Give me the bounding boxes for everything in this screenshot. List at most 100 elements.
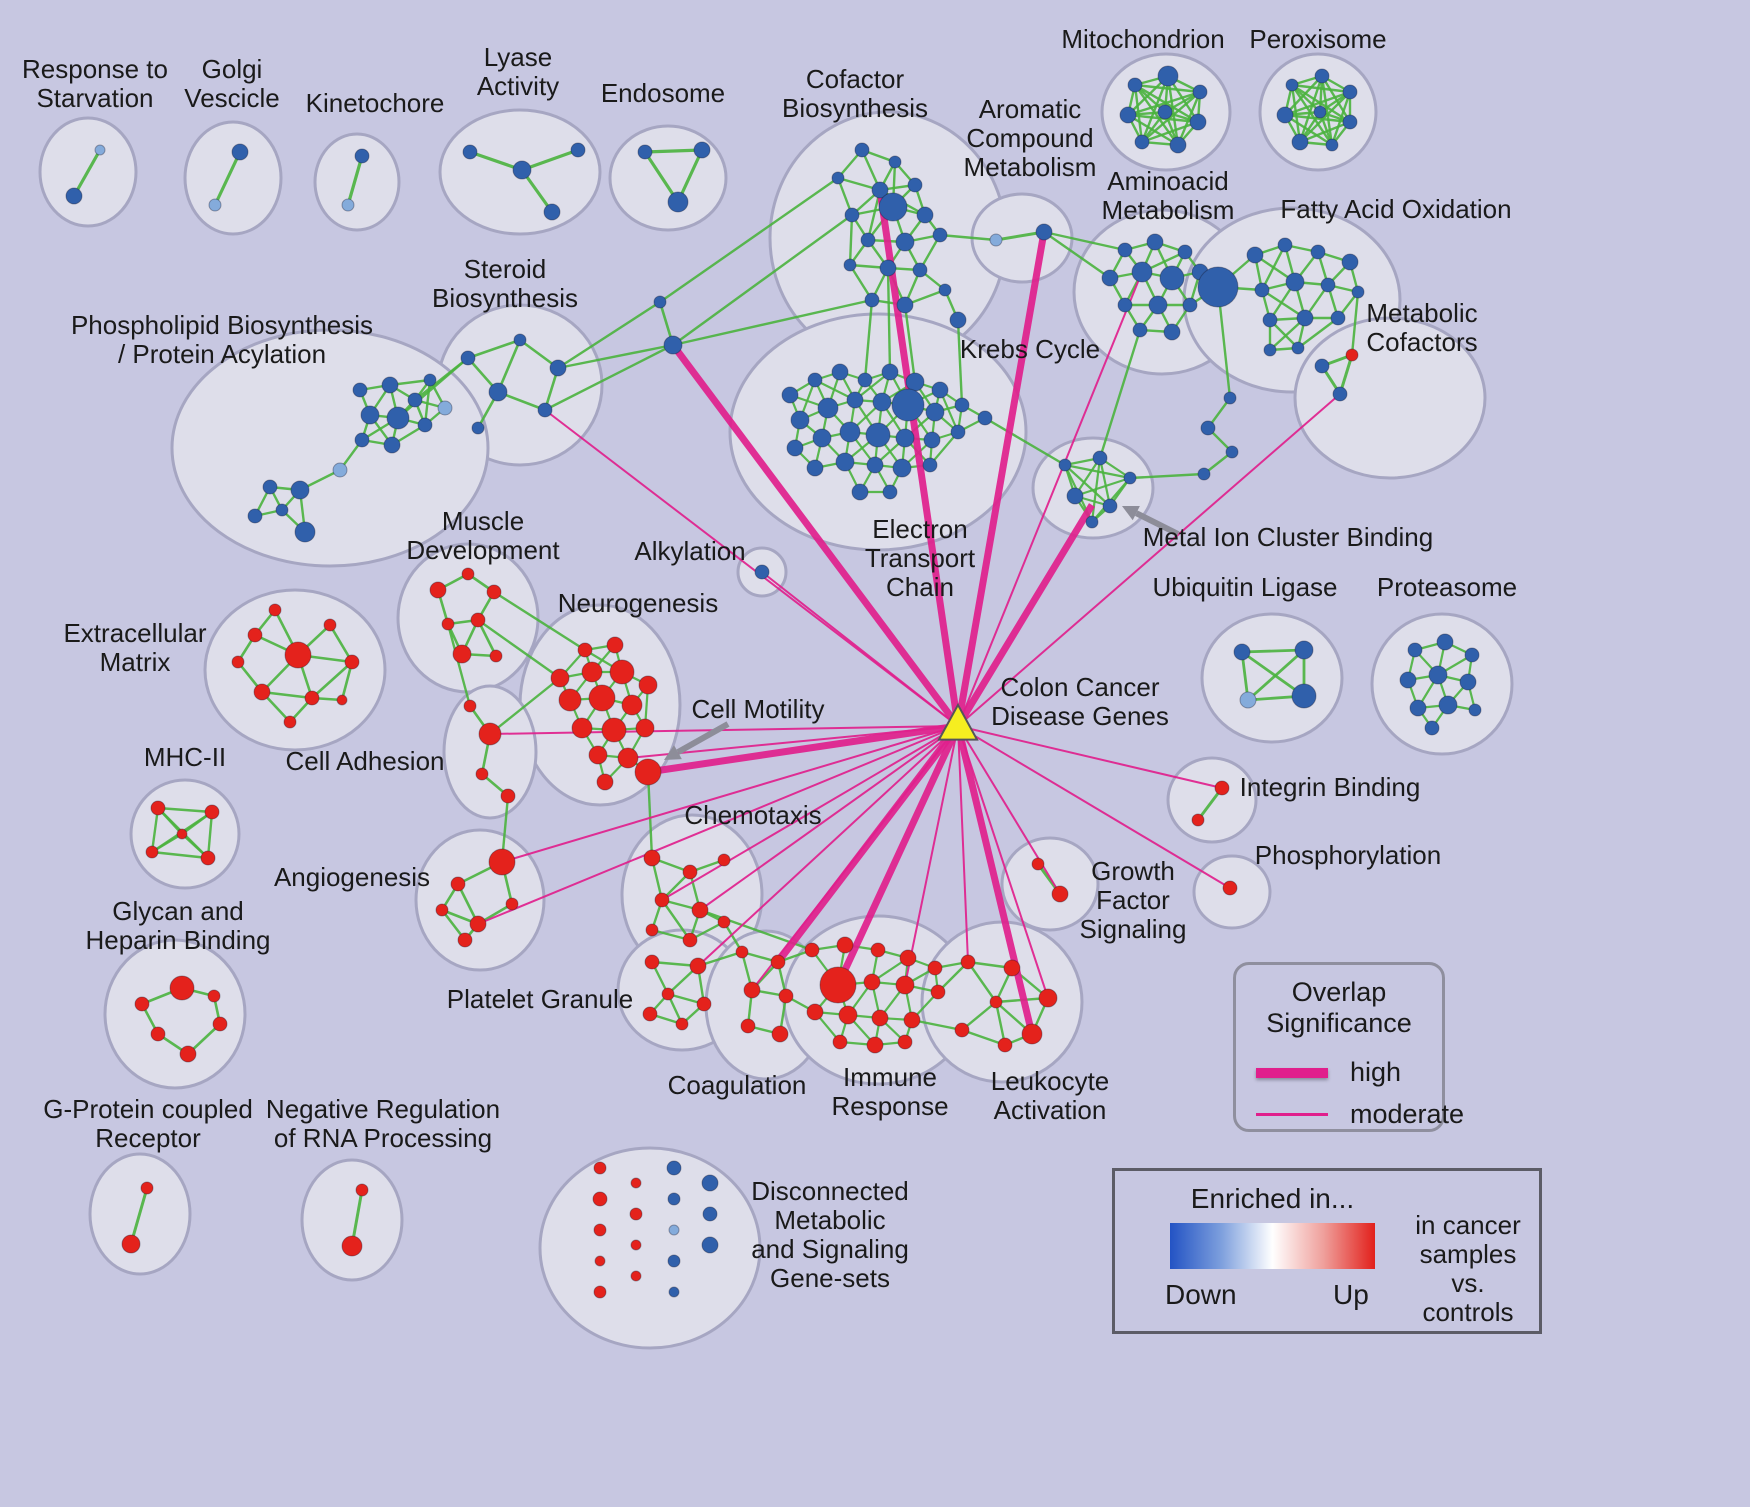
- gene-set-node-angiogenesis-0: [488, 848, 516, 876]
- gene-set-node-neurogenesis-15: [596, 773, 614, 791]
- gene-set-node-ecm-8: [336, 694, 348, 706]
- gene-set-node-fattyacid-9: [1262, 312, 1278, 328]
- gene-set-node-proteasome-1: [1436, 633, 1454, 651]
- gene-set-node-coagulation-2: [743, 981, 761, 999]
- green-edge: [661, 899, 691, 941]
- gene-set-node-aromatic-1: [1035, 223, 1053, 241]
- gene-set-node-neurogenesis-1: [606, 636, 624, 654]
- gene-set-node-starvation-1: [65, 187, 83, 205]
- gene-set-node-phospholipid-10: [262, 479, 278, 495]
- gene-set-node-cofactor-3: [871, 181, 889, 199]
- gene-set-node-immune-8: [930, 984, 946, 1000]
- gradient-note-line1: in cancer: [1415, 1210, 1521, 1240]
- gene-set-node-disconnected-7: [630, 1239, 642, 1251]
- gene-set-node-krebs-8: [817, 397, 839, 419]
- gene-set-node-ecm-3: [344, 654, 360, 670]
- green-edge-intercluster: [1098, 329, 1142, 459]
- gene-set-node-disconnected-10: [667, 1192, 681, 1206]
- gene-set-node-chemotaxis-0: [643, 849, 661, 867]
- gene-set-node-mitochondrion-7: [1169, 136, 1187, 154]
- gene-set-node-peroxisome-1: [1314, 68, 1330, 84]
- overlap-edge-moderate: [697, 725, 959, 967]
- green-edge: [848, 214, 854, 266]
- gene-set-node-leukocyte-1: [1003, 959, 1021, 977]
- gene-set-node-phospholipid-3: [360, 405, 380, 425]
- gene-set-node-phospholipid-15: [423, 373, 437, 387]
- gene-set-node-ubiquitin-1: [1294, 640, 1314, 660]
- green-edge: [1320, 75, 1334, 146]
- green-edge-intercluster: [489, 677, 561, 735]
- gene-set-node-krebs-9: [846, 391, 864, 409]
- gene-set-node-glycan-5: [207, 989, 221, 1003]
- gene-set-node-metalion-2: [1123, 471, 1137, 485]
- green-edge: [1134, 84, 1179, 146]
- green-edge: [150, 807, 160, 853]
- gene-set-node-growth-1: [1051, 885, 1069, 903]
- gene-set-node-krebs-2: [831, 363, 849, 381]
- gene-set-node-kinetochore-0: [354, 148, 370, 164]
- gene-set-node-coagulation-5: [771, 1025, 789, 1043]
- gene-set-node-cofactor-13: [912, 262, 928, 278]
- gene-set-node-phospholipid-12: [247, 508, 263, 524]
- gene-set-node-neurogenesis-9: [571, 717, 593, 739]
- gene-set-node-fattytail-2: [1225, 445, 1239, 459]
- gene-set-node-muscle-4: [470, 612, 486, 628]
- gene-set-node-krebs-6: [931, 381, 949, 399]
- gene-set-node-krebs-1: [807, 372, 823, 388]
- green-edge: [1260, 244, 1287, 291]
- gene-set-node-krebs-22: [835, 452, 855, 472]
- gene-set-node-endosome-1: [693, 141, 711, 159]
- green-edge-intercluster: [414, 357, 469, 401]
- pointer-arrow-1: [676, 721, 730, 755]
- gene-set-node-krebs-17: [865, 422, 891, 448]
- gene-set-node-disconnected-9: [666, 1160, 682, 1176]
- gene-set-node-ubiquitin-2: [1239, 691, 1257, 709]
- gene-set-node-krebs-28: [977, 410, 993, 426]
- green-edge-intercluster: [672, 214, 853, 346]
- enriched-in-legend: Enriched in... Down Up in cancer samples…: [1112, 1168, 1542, 1334]
- gene-set-node-phospholipid-4: [386, 406, 410, 430]
- gene-set-node-golgi-0: [231, 143, 249, 161]
- cluster-ellipse-ecm: [203, 588, 387, 752]
- gene-set-node-mitochondrion-1: [1157, 65, 1179, 87]
- gene-set-node-disconnected-0: [593, 1161, 607, 1175]
- green-edge: [157, 806, 213, 814]
- green-edge: [995, 230, 1045, 242]
- gene-set-node-phospholipid-2: [407, 392, 423, 408]
- gene-set-node-integrin-1: [1191, 813, 1205, 827]
- gene-set-node-aminoacid-5: [1159, 265, 1185, 291]
- gene-set-node-immune-7: [895, 975, 915, 995]
- gene-set-node-phospholipid-14: [437, 400, 453, 416]
- green-edge: [521, 148, 579, 172]
- gene-set-node-metcof-0: [1345, 348, 1359, 362]
- gene-set-node-integrin-0: [1214, 780, 1230, 796]
- gene-set-node-platelet-5: [675, 1017, 689, 1031]
- gene-set-node-alkylation-0: [754, 564, 770, 580]
- gene-set-node-cofactor-7: [916, 206, 934, 224]
- green-edge-intercluster: [903, 304, 917, 383]
- gene-set-node-coagulation-1: [770, 954, 786, 970]
- gene-set-node-phospholipid-6: [354, 432, 370, 448]
- green-edge: [1166, 75, 1180, 146]
- gene-set-node-coagulation-3: [778, 988, 794, 1004]
- gene-set-node-leukocyte-2: [1038, 988, 1058, 1008]
- gene-set-node-platelet-0: [644, 954, 660, 970]
- gene-set-node-disconnected-2: [593, 1223, 607, 1237]
- gene-set-node-ecm-1: [247, 627, 263, 643]
- cluster-ellipse-celladhesion: [442, 684, 538, 820]
- green-edge-intercluster: [557, 300, 661, 370]
- cluster-label-endosome: Endosome: [601, 78, 725, 108]
- green-edge: [261, 690, 313, 700]
- gene-set-node-proteasome-0: [1407, 642, 1423, 658]
- overlap-edge-moderate: [957, 725, 1049, 999]
- gene-set-node-metalion-5: [1085, 515, 1099, 529]
- gene-set-node-disconnected-14: [702, 1206, 718, 1222]
- gene-set-node-krebs-27: [882, 484, 898, 500]
- gene-set-node-peroxisome-6: [1291, 133, 1309, 151]
